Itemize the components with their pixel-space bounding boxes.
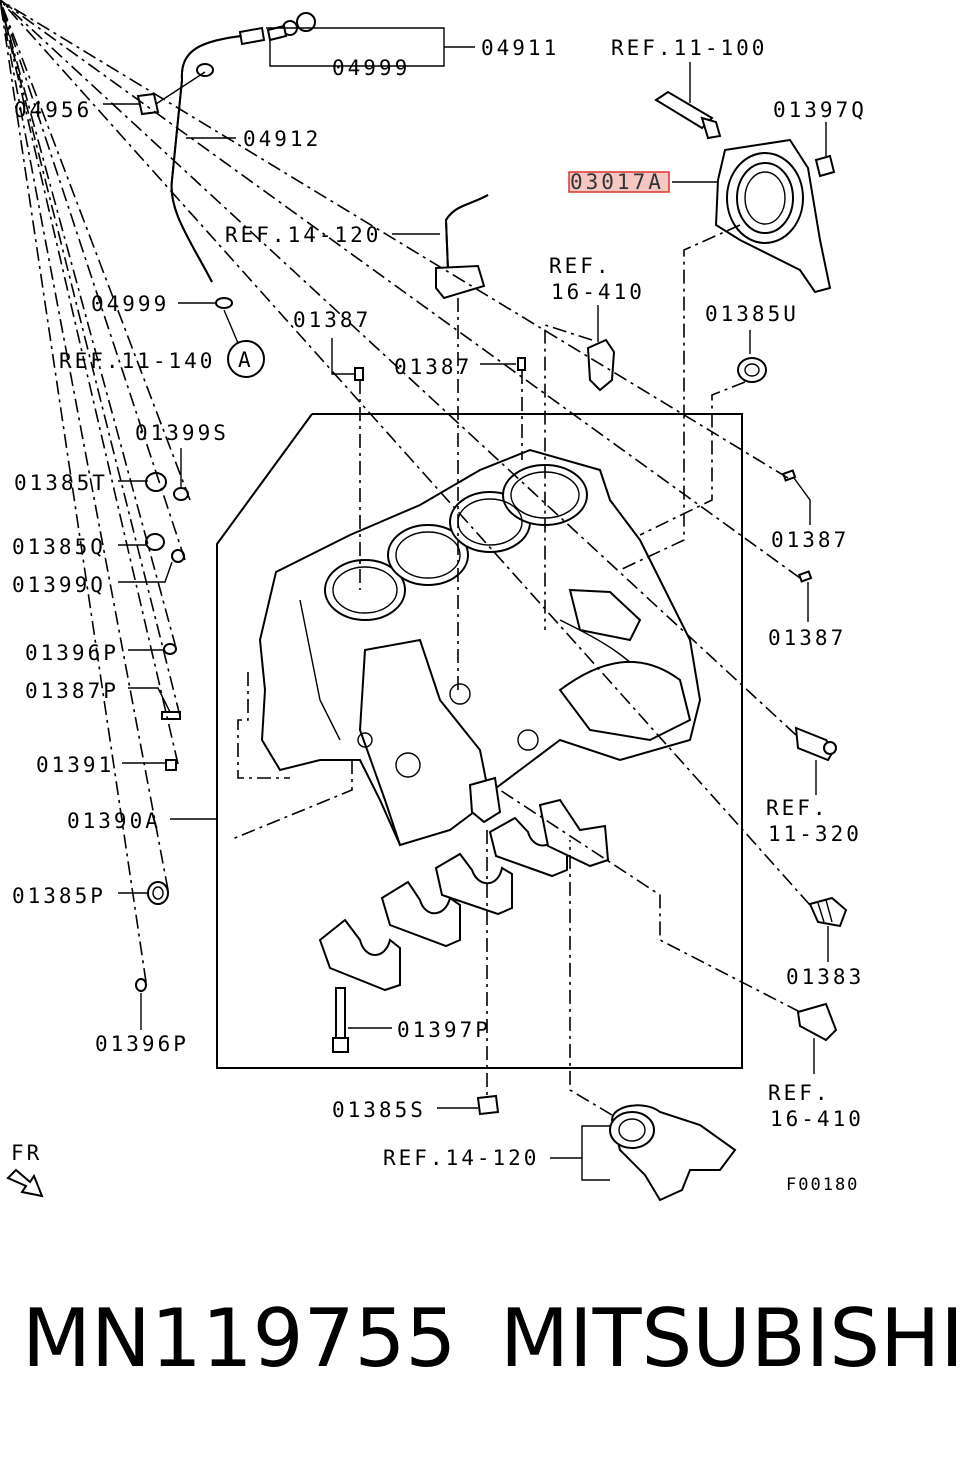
label-04912: 04912: [243, 127, 321, 151]
dowel-01387-b: [517, 357, 526, 371]
part-number: MN119755: [22, 1292, 456, 1385]
label-01397Q: 01397Q: [773, 98, 867, 122]
label-ref-16-410-bottom-line1: REF.: [768, 1081, 831, 1105]
label-01390A: 01390A: [67, 809, 161, 833]
label-03017A-highlighted: 03017A: [570, 170, 664, 194]
cylinder-block: [258, 448, 702, 847]
label-01385U: 01385U: [705, 302, 799, 326]
label-04911: 04911: [481, 36, 559, 60]
dowel-01387-a: [354, 367, 364, 381]
alignment-lines: [0, 0, 811, 1116]
label-01397P: 01397P: [397, 1018, 491, 1042]
label-04999-top: 04999: [332, 56, 410, 80]
label-01396P-a: 01396P: [25, 641, 119, 665]
label-04999-mid: 04999: [91, 292, 169, 316]
label-ref-11-320-line2: 11-320: [768, 822, 862, 846]
label-ref-11-320-line1: REF.: [766, 796, 829, 820]
breather-hose: [170, 12, 316, 283]
dowel-01387P: [161, 711, 181, 720]
label-01396P-b: 01396P: [95, 1032, 189, 1056]
plug-01385U: [737, 357, 767, 383]
label-01391: 01391: [36, 753, 114, 777]
plug-01391: [165, 759, 177, 771]
label-ref-16-410-bottom-line2: 16-410: [770, 1107, 864, 1131]
oil-strainer-bottom: [609, 1104, 737, 1202]
highlight-box-03017A: [568, 171, 670, 193]
label-04956: 04956: [14, 98, 92, 122]
sensor-16-410-bottom: [796, 1002, 838, 1042]
oil-seal-case: [714, 138, 832, 294]
o-ring-04999: [215, 297, 233, 309]
dowel-01387-c: [781, 469, 797, 482]
label-01387-a: 01387: [293, 308, 371, 332]
label-01385S: 01385S: [332, 1098, 426, 1122]
drain-plug-01385S: [476, 1094, 500, 1116]
label-01387P: 01387P: [25, 679, 119, 703]
label-01385P: 01385P: [12, 884, 106, 908]
label-ref-11-100: REF.11-100: [611, 36, 767, 60]
bolt-01397Q: [814, 154, 836, 178]
plug-01385Q: [145, 533, 165, 551]
circle-a-marker: [227, 340, 265, 378]
label-01387-b: 01387: [394, 355, 472, 379]
label-ref-14-120-top: REF.14-120: [225, 223, 381, 247]
assembly-frame: [216, 413, 743, 1069]
bearing-caps: [318, 798, 610, 992]
label-fr: FR: [11, 1141, 42, 1165]
label-ref-16-410-top-line2: 16-410: [551, 280, 645, 304]
plug-01396P-b: [135, 978, 147, 992]
label-01385Q: 01385Q: [12, 535, 106, 559]
label-figure-code: F00180: [786, 1175, 859, 1195]
front-direction-arrow: [6, 1168, 44, 1198]
label-01387-d: 01387: [768, 626, 846, 650]
label-ref-16-410-top-line1: REF.: [549, 254, 612, 278]
plug-01385P: [147, 881, 169, 905]
plug-01385T: [145, 472, 167, 492]
oil-strainer-pipe: [435, 194, 489, 300]
label-01399S: 01399S: [135, 421, 229, 445]
plug-01383: [808, 896, 848, 928]
label-01383: 01383: [786, 965, 864, 989]
label-ref-14-120-bottom: REF.14-120: [383, 1146, 539, 1170]
label-01387-c: 01387: [771, 528, 849, 552]
label-01385T: 01385T: [14, 471, 108, 495]
sensor-11-320: [794, 726, 837, 762]
dowel-01387-d: [797, 570, 813, 583]
label-ref-11-140: REF.11-140: [59, 349, 215, 373]
plug-01396P-a: [163, 643, 177, 655]
brand-name: MITSUBISHI: [500, 1292, 960, 1385]
sealant-tube: [654, 90, 722, 140]
bolt-01397P: [332, 987, 349, 1053]
label-circle-a: A: [238, 348, 251, 372]
label-01399Q: 01399Q: [12, 573, 106, 597]
